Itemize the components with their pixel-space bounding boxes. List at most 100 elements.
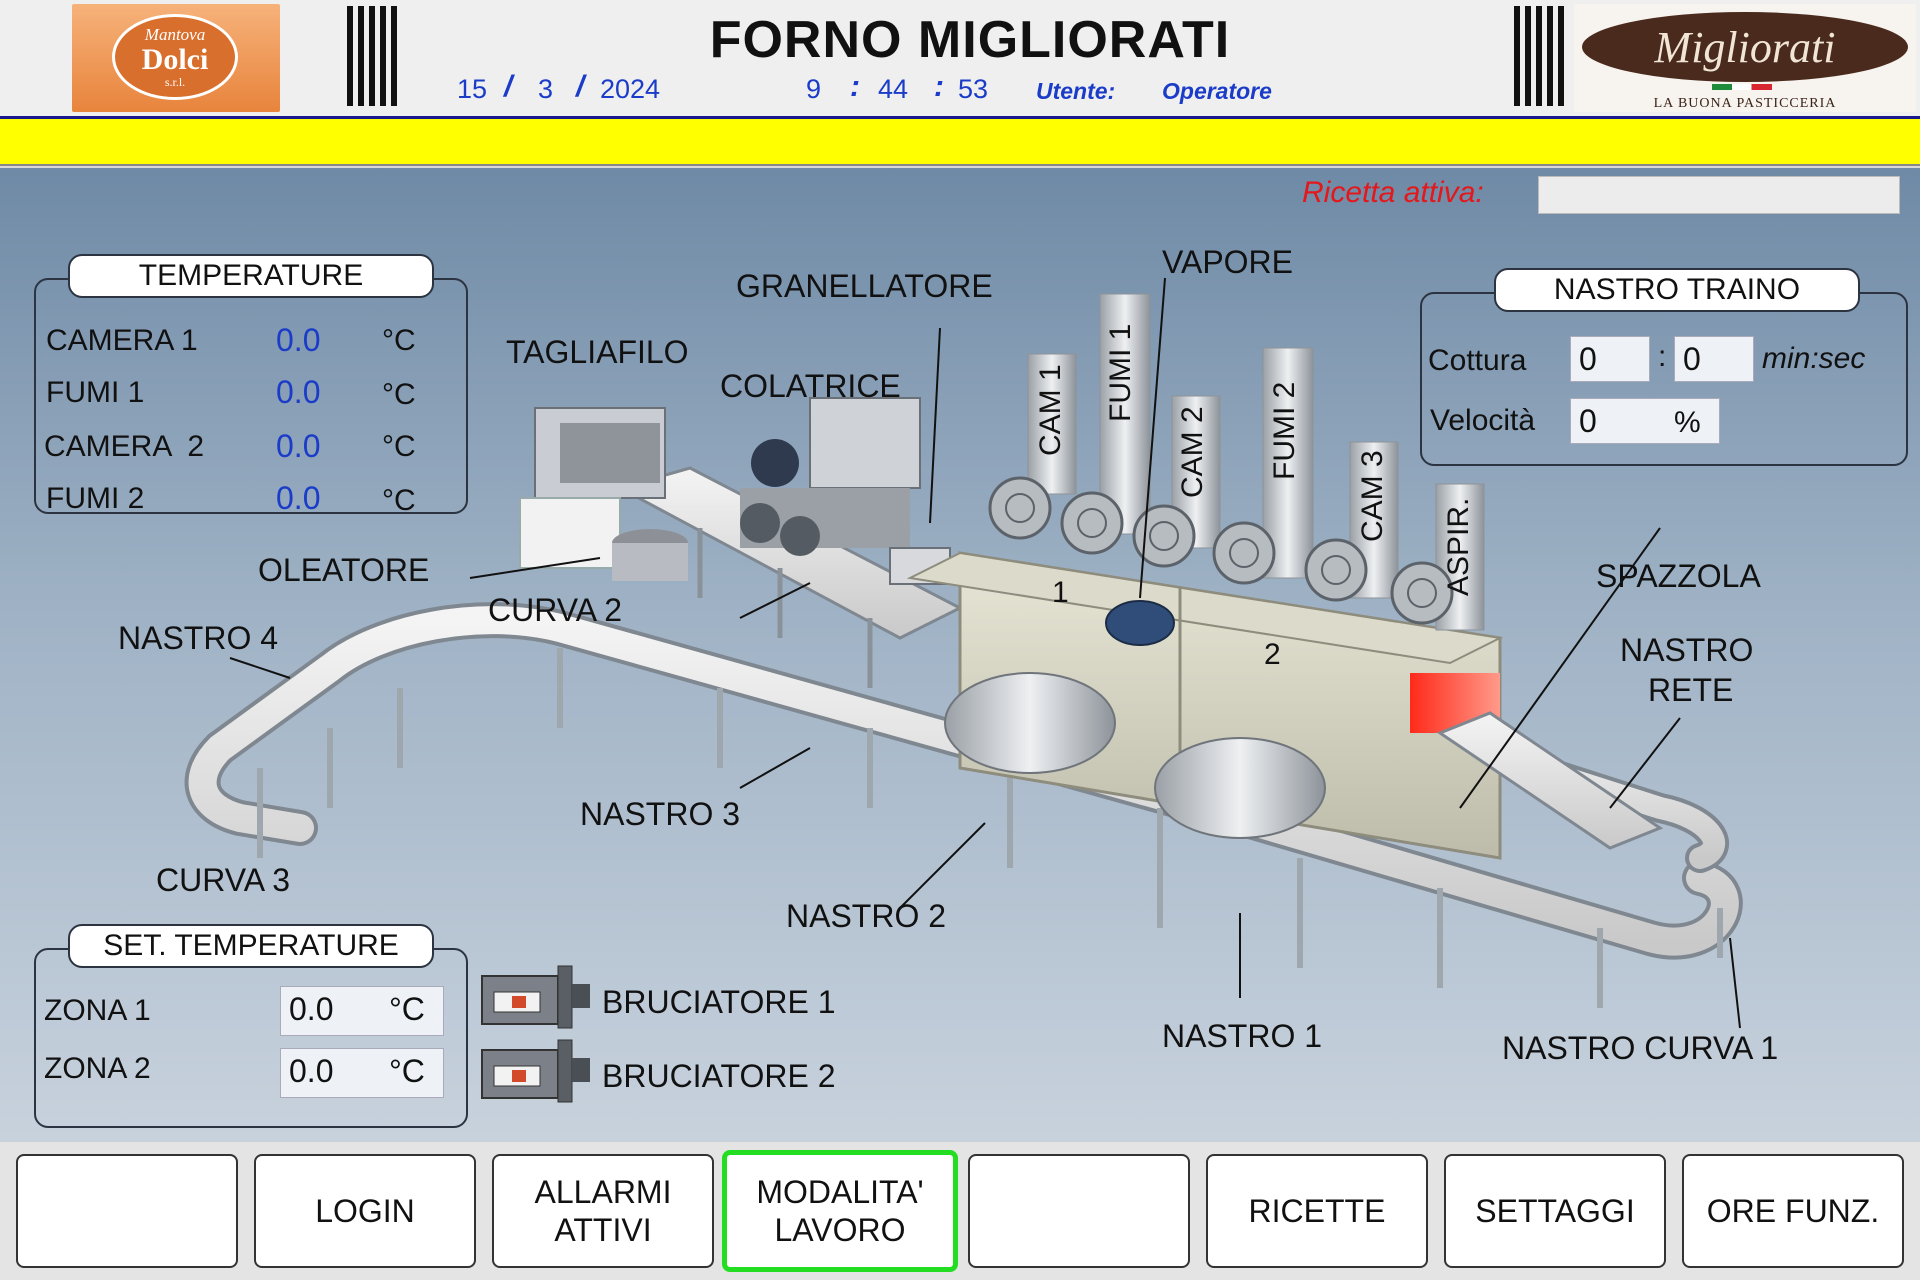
label-nastro-rete-line2: RETE <box>1648 672 1734 708</box>
label-nastro-3: NASTRO 3 <box>580 796 741 832</box>
temp-unit-camera2: °C <box>382 430 416 463</box>
cottura-unit: min:sec <box>1762 342 1866 375</box>
set-zone2-unit: °C <box>389 1053 425 1089</box>
footer-toolbar: LOGIN ALLARMI ATTIVI MODALITA' LAVORO RI… <box>0 1142 1920 1280</box>
label-spazzola: SPAZZOLA <box>1596 558 1761 594</box>
logo-badge: Mantova Dolci s.r.l. <box>112 14 238 100</box>
barcode-icon-left <box>347 6 399 106</box>
cottura-min-field[interactable]: 0 <box>1570 336 1650 382</box>
logo-subtitle: LA BUONA PASTICCERIA <box>1653 96 1837 111</box>
label-nastro-rete-line1: NASTRO <box>1620 632 1754 668</box>
temp-value-camera1: 0.0 <box>276 322 321 358</box>
set-zone1-unit: °C <box>389 991 425 1027</box>
alarm-bar[interactable] <box>0 116 1920 166</box>
cottura-sep: : <box>1658 340 1667 373</box>
mantova-dolci-logo: Mantova Dolci s.r.l. <box>72 4 280 112</box>
burner-cylinders <box>944 672 1326 839</box>
temp-value-camera2: 0.0 <box>276 428 321 464</box>
label-oleatore: OLEATORE <box>258 552 430 588</box>
label-zone-2: 2 <box>1264 638 1281 671</box>
colatrice-machine <box>740 397 921 556</box>
settings-button[interactable]: SETTAGGI <box>1444 1154 1666 1268</box>
temp-label-camera1: CAMERA 1 <box>46 324 198 357</box>
active-alarms-button[interactable]: ALLARMI ATTIVI <box>492 1154 714 1268</box>
logo-oval: Migliorati <box>1582 12 1908 82</box>
temp-label-camera2: CAMERA 2 <box>44 430 205 463</box>
label-nastro-curva-1: NASTRO CURVA 1 <box>1502 1030 1779 1066</box>
set-zone1-field[interactable]: 0.0 °C <box>280 986 444 1036</box>
date-month: 3 <box>538 74 554 104</box>
label-zone-1: 1 <box>1052 576 1069 609</box>
set-temperature-title: SET. TEMPERATURE <box>68 924 434 968</box>
cottura-sec-field[interactable]: 0 <box>1674 336 1754 382</box>
temp-unit-camera1: °C <box>382 324 416 357</box>
label-nastro-2: NASTRO 2 <box>786 898 947 934</box>
label-aspir: ASPIR. <box>1442 497 1475 596</box>
date-sep-1: / <box>504 70 513 103</box>
production-line-diagram <box>184 277 1743 1029</box>
barcode-icon-right <box>1514 6 1566 106</box>
temp-value-fumi2: 0.0 <box>276 480 321 516</box>
time-sep-2: : <box>934 70 944 103</box>
nastro-traino-title: NASTRO TRAINO <box>1494 268 1860 312</box>
velocita-field[interactable]: 0 <box>1570 398 1720 444</box>
burner-icon[interactable] <box>480 1038 592 1104</box>
cottura-label: Cottura <box>1428 344 1527 377</box>
label-nastro-1: NASTRO 1 <box>1162 1018 1323 1054</box>
label-colatrice: COLATRICE <box>720 368 901 404</box>
logo-line1: Mantova <box>144 24 206 44</box>
label-tagliafilo: TAGLIAFILO <box>506 334 689 370</box>
operating-hours-button[interactable]: ORE FUNZ. <box>1682 1154 1904 1268</box>
set-temperature-panel <box>34 948 468 1128</box>
function-button-empty-2[interactable] <box>968 1154 1190 1268</box>
label-fumi-2: FUMI 2 <box>1268 381 1301 480</box>
burner-2-label: BRUCIATORE 2 <box>602 1058 836 1094</box>
temp-unit-fumi1: °C <box>382 378 416 411</box>
velocita-unit: % <box>1674 406 1701 439</box>
set-zone2-value: 0.0 <box>289 1053 334 1089</box>
main-synoptic: Ricetta attiva: TEMPERATURE CAMERA 1 0.0… <box>0 168 1920 1142</box>
temp-unit-fumi2: °C <box>382 484 416 517</box>
header: Mantova Dolci s.r.l. FORNO MIGLIORATI 15… <box>0 0 1920 116</box>
user-label: Utente: <box>1036 78 1116 104</box>
recipe-label: Ricetta attiva: <box>1302 176 1484 209</box>
time-hours: 9 <box>806 74 822 104</box>
time-minutes: 44 <box>878 74 909 104</box>
active-recipe-field[interactable] <box>1538 176 1900 214</box>
label-cam-2: CAM 2 <box>1176 406 1209 498</box>
set-zone1-label: ZONA 1 <box>44 994 151 1027</box>
time-seconds: 53 <box>958 74 989 104</box>
label-cam-3: CAM 3 <box>1356 450 1389 542</box>
page-title: FORNO MIGLIORATI <box>709 11 1231 69</box>
user-value[interactable]: Operatore <box>1162 78 1272 104</box>
italian-flag-icon <box>1712 84 1772 90</box>
set-zone2-field[interactable]: 0.0 °C <box>280 1048 444 1098</box>
logo-line3: s.r.l. <box>164 74 186 89</box>
date-year: 2024 <box>600 74 661 104</box>
label-curva-3: CURVA 3 <box>156 862 290 898</box>
set-zone2-label: ZONA 2 <box>44 1052 151 1085</box>
work-mode-button[interactable]: MODALITA' LAVORO <box>722 1150 958 1272</box>
label-nastro-4: NASTRO 4 <box>118 620 279 656</box>
temp-label-fumi2: FUMI 2 <box>46 482 145 515</box>
set-zone1-value: 0.0 <box>289 991 334 1027</box>
label-curva-2: CURVA 2 <box>488 592 622 628</box>
label-cam-1: CAM 1 <box>1034 364 1067 456</box>
temperature-panel-title: TEMPERATURE <box>68 254 434 298</box>
label-fumi-1: FUMI 1 <box>1104 323 1137 422</box>
velocita-label: Velocità <box>1430 404 1536 437</box>
date-sep-2: / <box>576 70 585 103</box>
date-day: 15 <box>457 74 488 104</box>
login-button[interactable]: LOGIN <box>254 1154 476 1268</box>
temp-value-fumi1: 0.0 <box>276 374 321 410</box>
label-granellatore: GRANELLATORE <box>736 268 993 304</box>
recipes-button[interactable]: RICETTE <box>1206 1154 1428 1268</box>
tagliafilo-machine <box>519 407 666 569</box>
function-button-empty-1[interactable] <box>16 1154 238 1268</box>
temp-label-fumi1: FUMI 1 <box>46 376 145 409</box>
burner-icon[interactable] <box>480 964 592 1030</box>
migliorati-logo: Migliorati LA BUONA PASTICCERIA <box>1574 4 1916 112</box>
label-vapore: VAPORE <box>1162 244 1293 280</box>
burner-1-label: BRUCIATORE 1 <box>602 984 836 1020</box>
time-sep-1: : <box>850 70 860 103</box>
